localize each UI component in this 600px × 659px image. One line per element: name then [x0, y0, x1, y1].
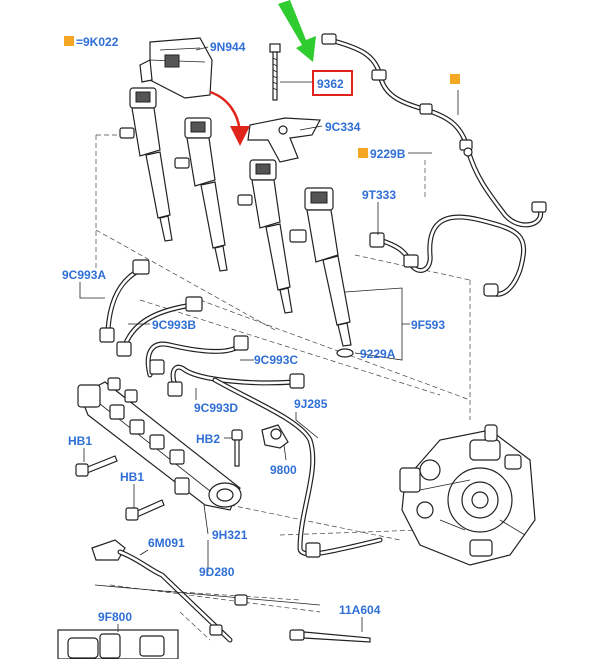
red-curved-arrow-icon	[209, 90, 250, 146]
label-9k022: =9K022	[76, 35, 119, 49]
label-9h321: 9H321	[212, 528, 248, 542]
injector-cover-9n944	[139, 37, 213, 99]
seal-washer-9229a	[336, 348, 354, 358]
fuel-hose-9t333	[369, 214, 527, 297]
bracket-9800	[261, 424, 289, 449]
label-9229b: 9229B	[370, 147, 406, 161]
injector-4	[289, 187, 352, 347]
highlight-box	[312, 70, 353, 96]
label-9f593: 9F593	[411, 318, 445, 332]
orange-square-marker-icon	[450, 74, 460, 84]
label-9t333: 9T333	[362, 188, 396, 202]
injector-3	[237, 159, 293, 314]
fuel-pump	[399, 424, 536, 566]
injector-2	[174, 117, 228, 272]
hp-pipe-9c993c	[145, 335, 249, 378]
label-hb2: HB2	[196, 432, 220, 446]
label-9c993c: 9C993C	[254, 353, 298, 367]
label-9362: 9362	[317, 77, 344, 91]
hp-pipe-9j285	[212, 377, 383, 558]
label-9800: 9800	[270, 463, 297, 477]
label-9c993d: 9C993D	[194, 401, 238, 415]
label-9d280: 9D280	[199, 565, 235, 579]
fuel-return-line	[321, 33, 547, 228]
injector-1	[119, 87, 173, 242]
component-9f800	[57, 629, 179, 659]
label-9n944: 9N944	[210, 40, 246, 54]
label-hb1-upper: HB1	[68, 434, 92, 448]
injector-clamp-9c334	[247, 117, 321, 163]
orange-square-marker-icon	[64, 36, 74, 46]
hp-pipe-9c993d	[167, 364, 305, 397]
bolt-hb1-lower	[125, 499, 165, 521]
hp-pipe-9c993b	[116, 296, 203, 357]
assembly-dashed-outlines	[95, 134, 471, 641]
label-6m091: 6M091	[148, 536, 185, 550]
glow-plug-1	[94, 584, 321, 606]
label-9f800: 9F800	[98, 610, 132, 624]
glow-plug-2	[209, 624, 371, 643]
label-9229a: 9229A	[360, 347, 396, 361]
hp-pipe-9c993a	[99, 259, 150, 343]
orange-square-marker-icon	[358, 148, 368, 158]
label-9c993b: 9C993B	[152, 318, 196, 332]
bolt-hb1-upper	[75, 455, 118, 477]
bolt-9362	[269, 43, 281, 101]
label-9j285: 9J285	[294, 397, 328, 411]
label-hb1-lower: HB1	[120, 470, 144, 484]
label-9c993a: 9C993A	[62, 268, 106, 282]
sensor-6m091	[91, 539, 233, 643]
fuel-rail	[77, 377, 242, 511]
bolt-hb2	[231, 429, 243, 467]
label-9c334: 9C334	[325, 120, 361, 134]
label-11a604: 11A604	[339, 603, 381, 617]
leader-lines	[79, 46, 459, 632]
green-arrow-icon	[278, 0, 316, 62]
